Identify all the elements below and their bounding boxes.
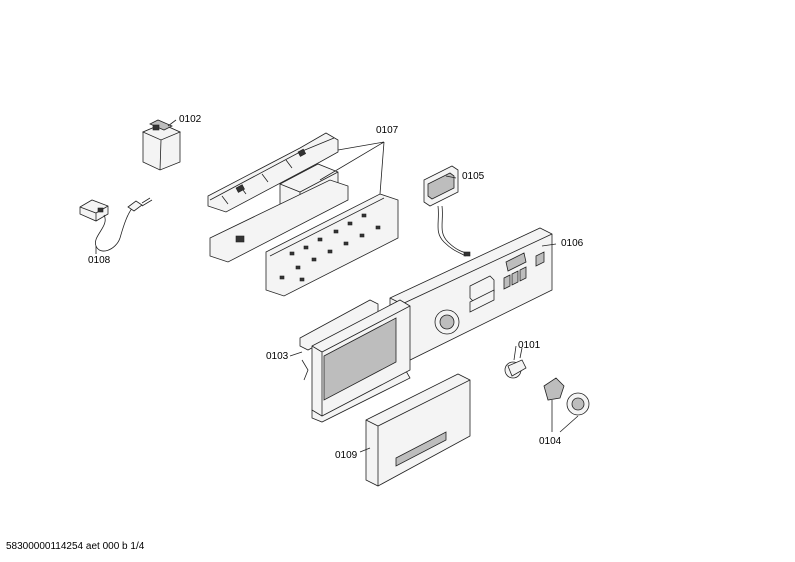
part-0101-knob-shaft[interactable] bbox=[504, 347, 527, 379]
part-0108-mains-cable[interactable] bbox=[79, 197, 153, 252]
label-0105[interactable]: 0105 bbox=[462, 171, 485, 182]
part-0102-filter[interactable] bbox=[141, 119, 182, 171]
label-0102[interactable]: 0102 bbox=[179, 114, 202, 125]
label-0107[interactable]: 0107 bbox=[376, 125, 399, 136]
part-0105-module[interactable] bbox=[423, 165, 471, 257]
label-0103[interactable]: 0103 bbox=[266, 351, 289, 362]
part-0107-control-board[interactable] bbox=[209, 141, 399, 297]
label-0101[interactable]: 0101 bbox=[518, 340, 541, 351]
label-0108[interactable]: 0108 bbox=[88, 255, 111, 266]
leader-lines bbox=[95, 119, 557, 453]
part-0109-drawer-front[interactable] bbox=[365, 373, 471, 487]
document-id-footer: 58300000114254 aet 000 b 1/4 bbox=[6, 541, 145, 552]
label-0109[interactable]: 0109 bbox=[335, 450, 358, 461]
part-0104-knob[interactable] bbox=[543, 377, 590, 433]
label-0106[interactable]: 0106 bbox=[561, 238, 584, 249]
part-0103-display-frame[interactable] bbox=[299, 299, 411, 417]
label-0104[interactable]: 0104 bbox=[539, 436, 562, 447]
